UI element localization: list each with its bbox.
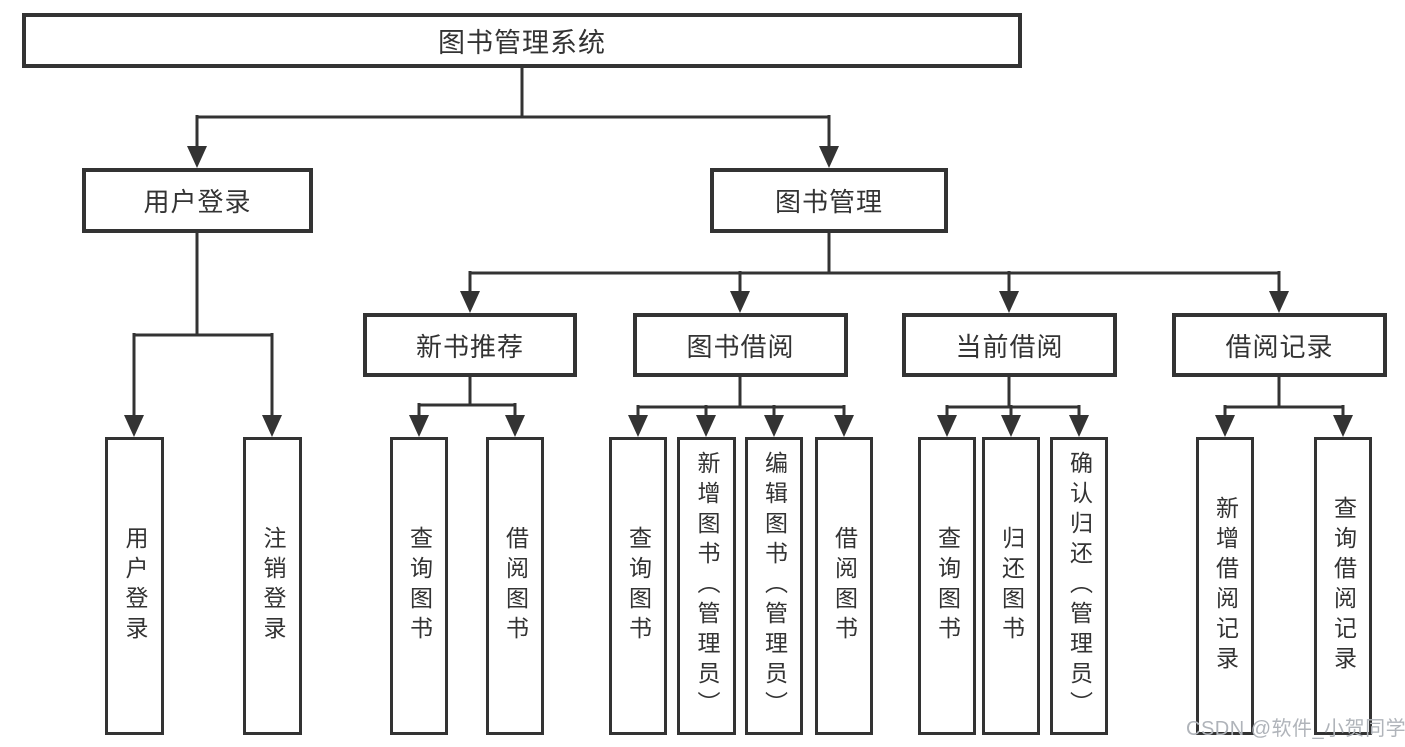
leaf-recommend-borrow-books-label: 借阅图书: [502, 526, 529, 646]
leaf-borrowing-query-books-label: 查询图书: [625, 526, 652, 646]
leaf-borrowing-query-books: 查询图书: [609, 437, 667, 735]
node-new-book-recommend-label: 新书推荐: [415, 331, 524, 362]
leaf-return-books: 归还图书: [982, 437, 1040, 735]
leaf-recommend-borrow-books: 借阅图书: [486, 437, 544, 735]
node-borrowing-records-label: 借阅记录: [1225, 331, 1334, 362]
leaf-add-books-admin-label: 新增图书（管理员）: [694, 451, 720, 721]
leaf-logout-label: 注销登录: [260, 526, 286, 646]
node-borrowing-records: 借阅记录: [1172, 313, 1387, 377]
leaf-edit-books-admin-label: 编辑图书（管理员）: [761, 451, 788, 721]
arrowheads: [124, 146, 1353, 437]
leaf-user-login: 用户登录: [105, 437, 164, 735]
leaf-current-query-books-label: 查询图书: [934, 526, 961, 646]
node-current-borrowing-label: 当前借阅: [955, 331, 1064, 362]
leaf-query-borrow-record-label: 查询借阅记录: [1330, 496, 1357, 676]
leaf-user-login-label: 用户登录: [122, 526, 148, 646]
node-new-book-recommend: 新书推荐: [363, 313, 577, 377]
leaf-edit-books-admin: 编辑图书（管理员）: [745, 437, 803, 735]
leaf-recommend-query-books-label: 查询图书: [406, 526, 433, 646]
leaf-current-query-books: 查询图书: [918, 437, 976, 735]
node-book-borrowing-label: 图书借阅: [686, 331, 795, 362]
leaf-confirm-return-admin: 确认归还（管理员）: [1050, 437, 1108, 735]
leaf-return-books-label: 归还图书: [998, 526, 1025, 646]
node-book-borrowing: 图书借阅: [633, 313, 848, 377]
node-user-login: 用户登录: [82, 168, 313, 233]
leaf-recommend-query-books: 查询图书: [390, 437, 448, 735]
csdn-watermark: CSDN @软件_小贺同学: [1186, 718, 1405, 740]
node-book-management-label: 图书管理: [774, 187, 883, 217]
leaf-confirm-return-admin-label: 确认归还（管理员）: [1066, 451, 1093, 721]
node-root: 图书管理系统: [22, 13, 1022, 68]
leaf-add-books-admin: 新增图书（管理员）: [677, 437, 736, 735]
leaf-borrow-books: 借阅图书: [815, 437, 873, 735]
node-root-label: 图书管理系统: [438, 28, 606, 58]
leaf-query-borrow-record: 查询借阅记录: [1314, 437, 1372, 735]
leaf-add-borrow-record: 新增借阅记录: [1196, 437, 1254, 735]
node-book-management: 图书管理: [710, 168, 948, 233]
leaf-add-borrow-record-label: 新增借阅记录: [1212, 496, 1239, 676]
leaf-borrow-books-label: 借阅图书: [831, 526, 858, 646]
node-user-login-label: 用户登录: [143, 187, 252, 217]
node-current-borrowing: 当前借阅: [902, 313, 1117, 377]
leaf-logout: 注销登录: [243, 437, 302, 735]
